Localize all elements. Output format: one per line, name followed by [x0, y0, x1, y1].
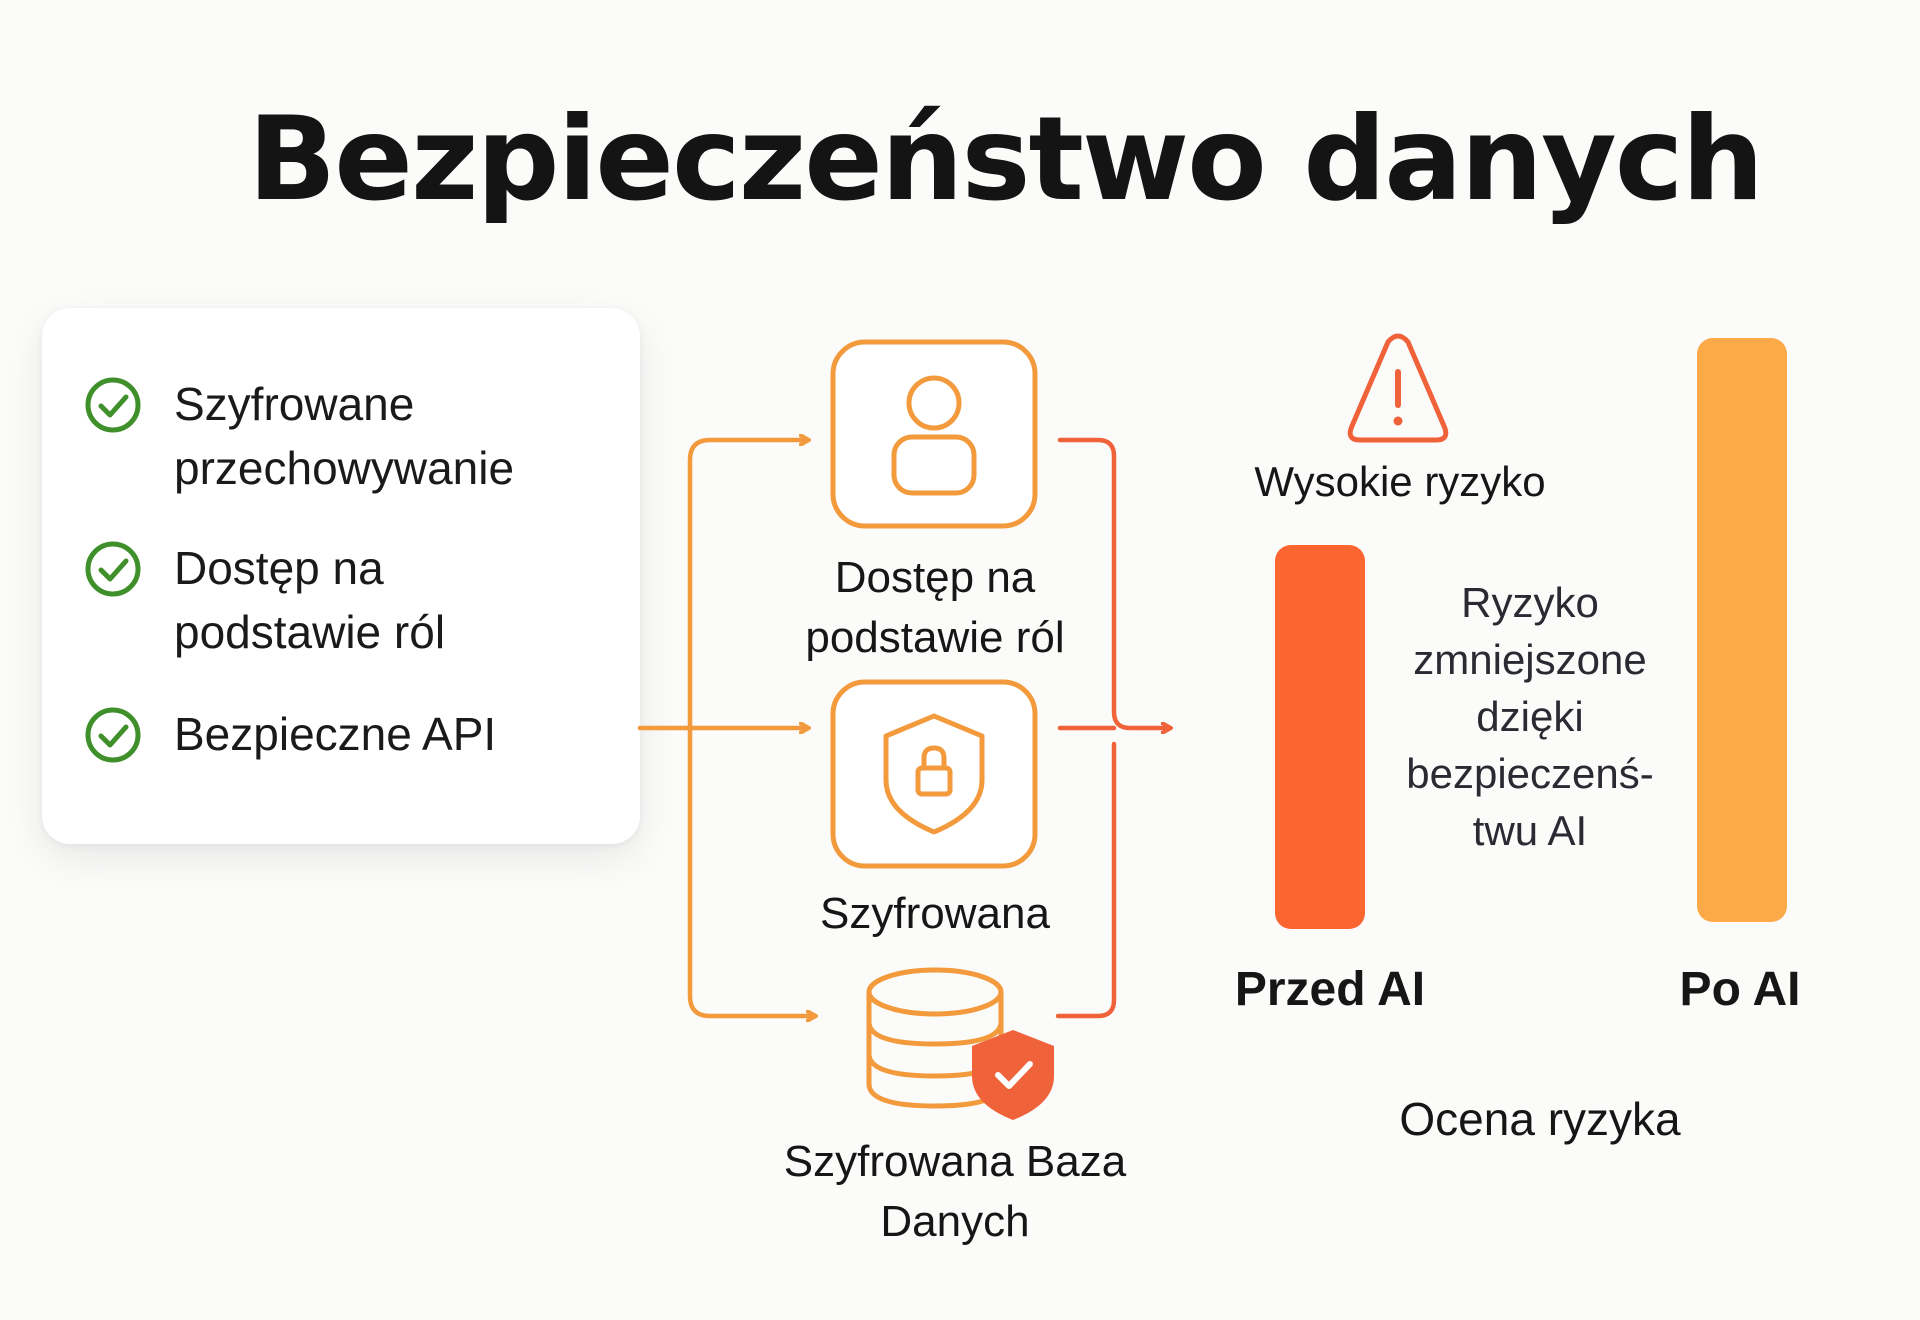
node-label-role-access: Dostęp na podstawie ról: [805, 553, 1065, 662]
shield-lock-icon: [883, 713, 985, 835]
feature-label: Bezpieczne API: [174, 708, 497, 760]
user-icon: [891, 375, 977, 496]
node-label-database: Szyfrowana Baza Danych: [783, 1137, 1127, 1246]
risk-assessment-caption: Ocena ryzyka: [1399, 1093, 1681, 1145]
node-label-encrypted: Szyfrowana: [820, 889, 1050, 938]
check-circle-icon: [85, 377, 141, 433]
feature-item-secure-api: Bezpieczne API: [84, 702, 594, 766]
user-node: [830, 339, 1038, 529]
bar-before-ai: [1275, 545, 1365, 929]
input-connectors: [637, 440, 815, 1016]
features-card: Szyfrowane przechowywanie Dostęp na pods…: [42, 308, 640, 844]
reduced-risk-label: Ryzyko zmniejszone dzięki bezpieczenś- t…: [1406, 579, 1654, 854]
feature-item-role-access: Dostęp na podstawie ról: [84, 536, 594, 664]
database-shield-icon: [866, 967, 1054, 1120]
risk-bars: [1275, 338, 1787, 929]
before-ai-label: Przed AI: [1234, 963, 1426, 1016]
feature-label: Dostęp na podstawie ról: [174, 542, 446, 658]
arrow-to-risk: [1057, 437, 1170, 728]
check-circle-icon: [85, 541, 141, 597]
high-risk-label: Wysokie ryzyko: [1254, 458, 1546, 505]
check-circle-icon: [85, 707, 141, 763]
feature-item-storage: Szyfrowane przechowywanie: [84, 372, 594, 500]
shield-node: [830, 679, 1038, 869]
bar-after-ai: [1697, 338, 1787, 922]
warning-icon: [1347, 333, 1449, 443]
arrow-to-database: [687, 725, 815, 1016]
connector-database-out: [1055, 741, 1117, 1019]
feature-label: Szyfrowane przechowywanie: [174, 378, 515, 494]
output-connectors: [1055, 437, 1170, 1019]
arrow-to-user: [687, 440, 808, 731]
after-ai-label: Po AI: [1679, 963, 1801, 1016]
page-title: Bezpieczeństwo danych: [247, 92, 1764, 227]
